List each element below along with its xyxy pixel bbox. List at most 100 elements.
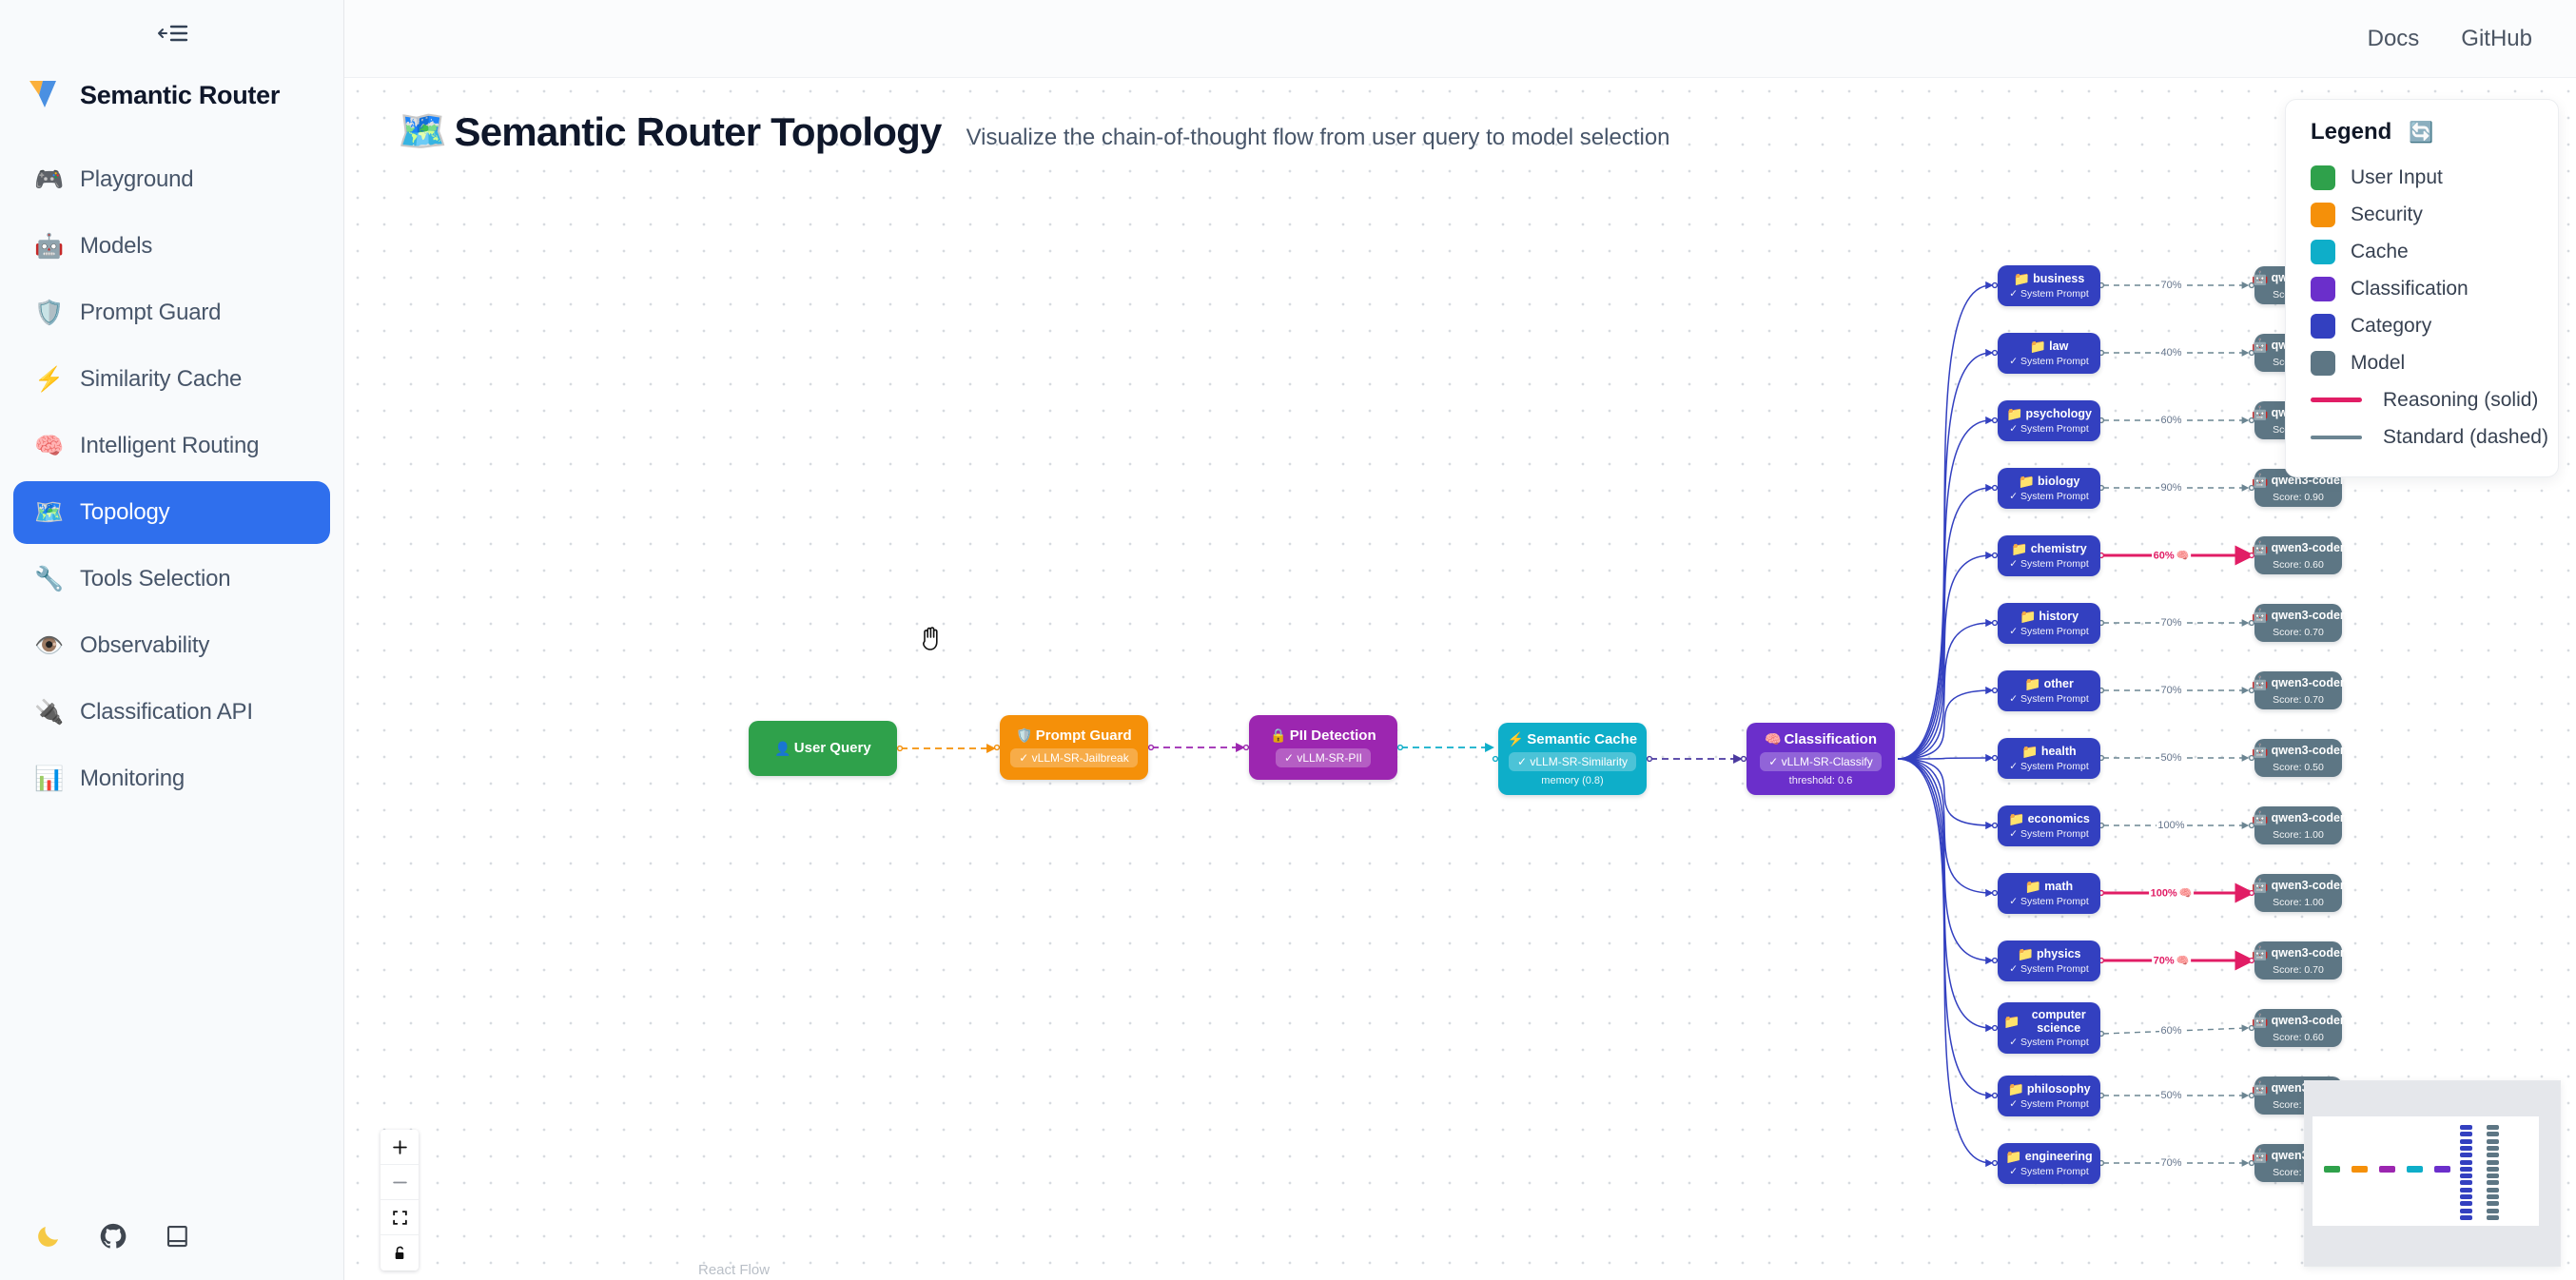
category-node-computer-science[interactable]: 📁computer science✓ System Prompt xyxy=(1998,1002,2100,1054)
node-handle[interactable] xyxy=(2248,822,2255,829)
node-handle[interactable] xyxy=(2248,619,2255,627)
category-node-chemistry[interactable]: 📁chemistry✓ System Prompt xyxy=(1998,534,2100,576)
node-handle[interactable] xyxy=(1991,417,1999,424)
category-sub: ✓ System Prompt xyxy=(2009,626,2089,638)
node-handle[interactable] xyxy=(1991,687,1999,694)
node-pii-detection[interactable]: 🔒PII Detection✓ vLLM-SR-PII xyxy=(1249,715,1397,780)
node-handle[interactable] xyxy=(2248,417,2255,424)
node-handle[interactable] xyxy=(1991,484,1999,492)
sidebar-item-similarity-cache[interactable]: ⚡ Similarity Cache xyxy=(13,348,330,411)
topology-canvas[interactable]: 🗺️Semantic Router Topology Visualize the… xyxy=(344,78,2576,1280)
node-prompt-guard[interactable]: 🛡️Prompt Guard✓ vLLM-SR-Jailbreak xyxy=(1000,715,1148,780)
node-handle[interactable] xyxy=(2248,754,2255,762)
moon-icon[interactable] xyxy=(34,1222,63,1251)
category-node-other[interactable]: 📁other✓ System Prompt xyxy=(1998,669,2100,711)
legend-label: Cache xyxy=(2351,240,2409,262)
node-handle[interactable] xyxy=(1991,889,1999,897)
node-handle[interactable] xyxy=(1991,552,1999,559)
node-handle[interactable] xyxy=(1147,744,1155,751)
node-handle[interactable] xyxy=(2248,281,2255,289)
github-link[interactable]: GitHub xyxy=(2461,25,2532,51)
node-handle[interactable] xyxy=(1991,619,1999,627)
sidebar-item-topology[interactable]: 🗺️ Topology xyxy=(13,481,330,544)
category-node-math[interactable]: 📁math✓ System Prompt xyxy=(1998,872,2100,914)
node-handle[interactable] xyxy=(1646,755,1653,763)
node-emoji-icon: 👤 xyxy=(774,740,791,756)
zoom-out-icon[interactable] xyxy=(381,1165,419,1200)
node-handle[interactable] xyxy=(2248,1024,2255,1032)
fit-view-icon[interactable] xyxy=(381,1200,419,1235)
node-handle[interactable] xyxy=(2248,687,2255,694)
category-node-health[interactable]: 📁health✓ System Prompt xyxy=(1998,737,2100,779)
sidebar-collapse-icon[interactable] xyxy=(0,0,343,67)
node-handle[interactable] xyxy=(2248,1159,2255,1167)
minimap[interactable] xyxy=(2304,1080,2561,1267)
sidebar-item-models[interactable]: 🤖 Models xyxy=(13,215,330,278)
book-icon[interactable] xyxy=(164,1222,192,1251)
flow-graph[interactable]: 👤User Query 🛡️Prompt Guard✓ vLLM-SR-Jailb… xyxy=(344,78,2576,1280)
docs-link[interactable]: Docs xyxy=(2367,25,2420,51)
node-handle[interactable] xyxy=(1740,755,1747,763)
minimap-node xyxy=(2460,1208,2472,1213)
node-handle[interactable] xyxy=(2248,889,2255,897)
node-handle[interactable] xyxy=(1396,744,1404,751)
sidebar-item-prompt-guard[interactable]: 🛡️ Prompt Guard xyxy=(13,281,330,344)
node-handle[interactable] xyxy=(2248,1092,2255,1099)
category-node-history[interactable]: 📁history✓ System Prompt xyxy=(1998,602,2100,644)
sidebar-item-playground[interactable]: 🎮 Playground xyxy=(13,148,330,211)
category-node-business[interactable]: 📁business✓ System Prompt xyxy=(1998,264,2100,306)
category-node-philosophy[interactable]: 📁philosophy✓ System Prompt xyxy=(1998,1075,2100,1116)
robot-icon: 🤖 xyxy=(2252,338,2269,354)
sidebar-item-observability[interactable]: 👁️ Observability xyxy=(13,614,330,677)
node-handle[interactable] xyxy=(1242,744,1250,751)
category-node-law[interactable]: 📁law✓ System Prompt xyxy=(1998,332,2100,374)
category-node-physics[interactable]: 📁physics✓ System Prompt xyxy=(1998,940,2100,981)
minimap-node xyxy=(2460,1187,2472,1193)
node-handle[interactable] xyxy=(2248,349,2255,357)
node-handle[interactable] xyxy=(1991,281,1999,289)
node-handle[interactable] xyxy=(2248,484,2255,492)
github-icon[interactable] xyxy=(99,1222,127,1251)
category-node-economics[interactable]: 📁economics✓ System Prompt xyxy=(1998,805,2100,846)
zoom-in-icon[interactable] xyxy=(381,1130,419,1165)
brand[interactable]: Semantic Router xyxy=(0,67,343,124)
sidebar-item-tools-selection[interactable]: 🔧 Tools Selection xyxy=(13,548,330,611)
category-node-engineering[interactable]: 📁engineering✓ System Prompt xyxy=(1998,1142,2100,1184)
node-handle[interactable] xyxy=(1991,822,1999,829)
category-node-psychology[interactable]: 📁psychology✓ System Prompt xyxy=(1998,399,2100,441)
node-handle[interactable] xyxy=(896,745,904,752)
model-score: Score: 0.70 xyxy=(2273,626,2324,638)
node-handle[interactable] xyxy=(993,744,1001,751)
sidebar-item-intelligent-routing[interactable]: 🧠 Intelligent Routing xyxy=(13,415,330,477)
legend-swatch xyxy=(2311,350,2335,376)
robot-icon: 🤖 xyxy=(2252,878,2269,894)
node-handle[interactable] xyxy=(1991,1024,1999,1032)
node-handle[interactable] xyxy=(1991,1092,1999,1099)
node-handle[interactable] xyxy=(1991,1159,1999,1167)
lock-icon[interactable] xyxy=(381,1235,419,1270)
node-user-query[interactable]: 👤User Query xyxy=(749,721,897,776)
node-handle[interactable] xyxy=(1991,349,1999,357)
node-handle[interactable] xyxy=(2248,957,2255,964)
sidebar-item-classification-api[interactable]: 🔌 Classification API xyxy=(13,681,330,744)
refresh-icon[interactable]: 🔄 xyxy=(2409,121,2434,144)
node-handle[interactable] xyxy=(1991,754,1999,762)
minimap-viewport[interactable] xyxy=(2313,1116,2539,1226)
node-handle[interactable] xyxy=(1492,755,1499,763)
node-handle[interactable] xyxy=(1991,957,1999,964)
category-node-biology[interactable]: 📁biology✓ System Prompt xyxy=(1998,467,2100,509)
node-handle[interactable] xyxy=(2248,552,2255,559)
folder-icon: 📁 xyxy=(2024,878,2042,894)
sidebar-item-monitoring[interactable]: 📊 Monitoring xyxy=(13,747,330,810)
category-label: engineering xyxy=(2024,1149,2093,1163)
